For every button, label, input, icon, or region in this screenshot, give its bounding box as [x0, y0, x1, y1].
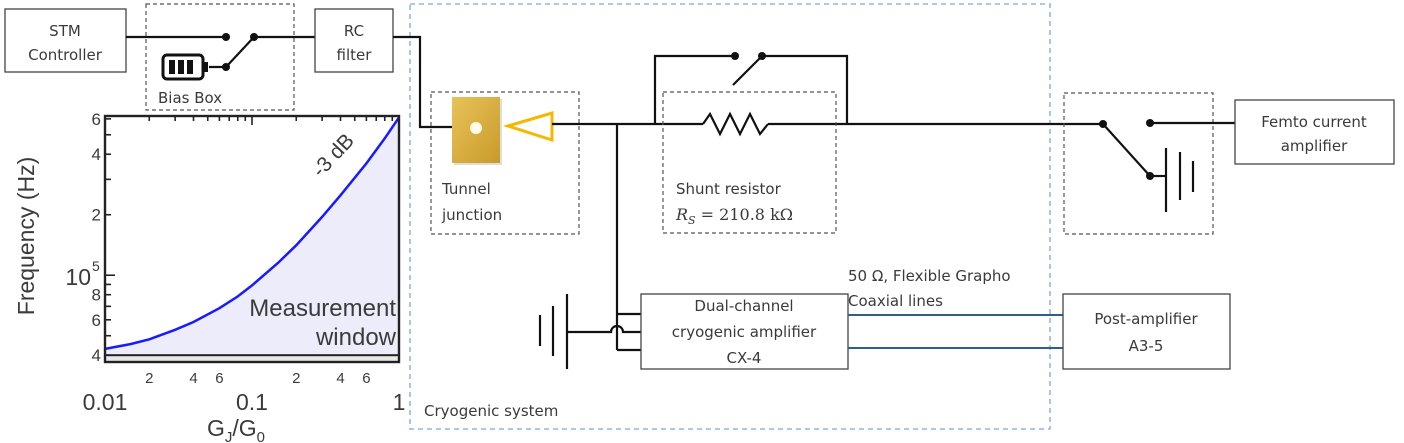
- cryogenic-system-region: [409, 3, 1051, 430]
- x-minor-tick-label: 6: [362, 370, 370, 387]
- stm-tip-icon: [502, 110, 554, 143]
- y-decade-label: 10: [65, 264, 91, 290]
- ground-icon: [538, 294, 569, 369]
- output-selector-switch: [1063, 92, 1235, 235]
- wire-ground-to-amp: [567, 324, 641, 334]
- x-minor-tick-label: 2: [292, 370, 300, 387]
- bias-switch-arm: [225, 36, 255, 68]
- y-tick-label: 6: [92, 110, 101, 129]
- bypass-wire-right: [762, 54, 849, 124]
- femto-amplifier-line1: Femto current: [1261, 113, 1367, 131]
- bias-box-label: Bias Box: [158, 89, 222, 107]
- series-line-3db: [104, 116, 401, 351]
- tunnel-junction-line1: Tunnel: [441, 180, 491, 198]
- coax-label-line1: 50 Ω, Flexible Grapho: [848, 267, 1011, 285]
- post-amplifier-box: [1062, 293, 1231, 370]
- stm-controller-box: [4, 8, 127, 73]
- bypass-switch-arm: [732, 55, 763, 86]
- resistor-icon: [702, 111, 769, 137]
- shunt-resistor-value: RS = 210.8 kΩ: [675, 205, 793, 227]
- shunt-resistor-border: [662, 91, 837, 234]
- x-label-g: G: [207, 415, 225, 441]
- y-tick-label: 6: [92, 311, 101, 330]
- tunnel-junction: Tunnel junction: [430, 91, 580, 235]
- tunnel-junction-border: [430, 91, 580, 235]
- bias-box: Bias Box: [145, 3, 315, 111]
- y-tick-label: 8: [92, 286, 101, 305]
- annotation-measurement: Measurement: [249, 295, 396, 322]
- junction-spot: [470, 122, 482, 134]
- coax-label-line2: Coaxial lines: [848, 292, 943, 310]
- x-minor-tick-label: 4: [189, 370, 197, 387]
- measurement-window-area: [105, 117, 399, 356]
- wire-rc-to-junction: [393, 35, 452, 129]
- plot-frame: [103, 114, 401, 364]
- x-label-sub-j: J: [225, 429, 233, 443]
- cryo-amplifier-block: Dual-channel cryogenic amplifier CX-4: [640, 293, 849, 370]
- y-tick-label: 4: [92, 346, 101, 365]
- y-axis-label: Frequency (Hz): [13, 157, 39, 315]
- x-label-sub-0: 0: [257, 429, 265, 443]
- x-tick-label: 0.01: [83, 389, 128, 415]
- stm-controller-block: STM Controller: [4, 8, 127, 73]
- x-label-sep: /G: [232, 415, 256, 441]
- x-minor-tick-label: 2: [145, 370, 153, 387]
- y-tick-label: 4: [92, 145, 101, 164]
- output-switch-arm: [1102, 123, 1151, 177]
- x-tick-label: 1: [393, 389, 406, 415]
- cryo-amplifier-line1: Dual-channel: [694, 297, 793, 315]
- shunt-symbol: R: [675, 205, 688, 224]
- shunt-resistor: Shunt resistor RS = 210.8 kΩ: [653, 52, 849, 234]
- cryo-amplifier-line3: CX-4: [727, 349, 762, 367]
- ground-icon: [1164, 148, 1195, 212]
- cryo-amplifier-line2: cryogenic amplifier: [672, 323, 817, 341]
- rc-filter-block: RC filter: [314, 8, 394, 73]
- femto-amplifier-box: [1234, 99, 1395, 165]
- cryogenic-system-label: Cryogenic system: [424, 402, 558, 420]
- rc-filter-line1: RC: [344, 22, 364, 40]
- post-amplifier-line2: A3-5: [1129, 337, 1164, 355]
- shunt-subscript: S: [688, 214, 696, 227]
- x-minor-tick-label: 6: [215, 370, 223, 387]
- post-amplifier-line1: Post-amplifier: [1094, 310, 1198, 328]
- switch-contact: [731, 52, 739, 60]
- stm-controller-line2: Controller: [28, 46, 103, 64]
- stm-controller-line1: STM: [49, 22, 81, 40]
- post-amplifier-block: Post-amplifier A3-5: [1062, 293, 1231, 370]
- annotation-window: window: [315, 324, 397, 351]
- femto-amplifier-block: Femto current amplifier: [1234, 99, 1395, 165]
- output-switch-border: [1063, 92, 1214, 235]
- y-tick-label: 2: [92, 206, 101, 225]
- x-minor-tick-label: 4: [336, 370, 344, 387]
- battery-icon: [161, 53, 208, 81]
- bias-box-border: [145, 3, 295, 111]
- shunt-resistor-line1: Shunt resistor: [676, 180, 782, 198]
- y-decade-exponent: 5: [92, 258, 100, 274]
- rc-filter-line2: filter: [337, 46, 373, 64]
- x-axis-label: GJ/G0: [207, 415, 265, 443]
- tunnel-junction-line2: junction: [441, 206, 502, 224]
- rc-filter-box: [314, 8, 394, 73]
- cryo-amplifier-box: [640, 293, 849, 370]
- switch-contact: [222, 33, 230, 41]
- x-tick-label: 0.1: [236, 389, 268, 415]
- bypass-wire-left: [653, 54, 735, 124]
- femto-amplifier-line2: amplifier: [1281, 137, 1348, 155]
- shunt-value-text: = 210.8 kΩ: [696, 205, 793, 224]
